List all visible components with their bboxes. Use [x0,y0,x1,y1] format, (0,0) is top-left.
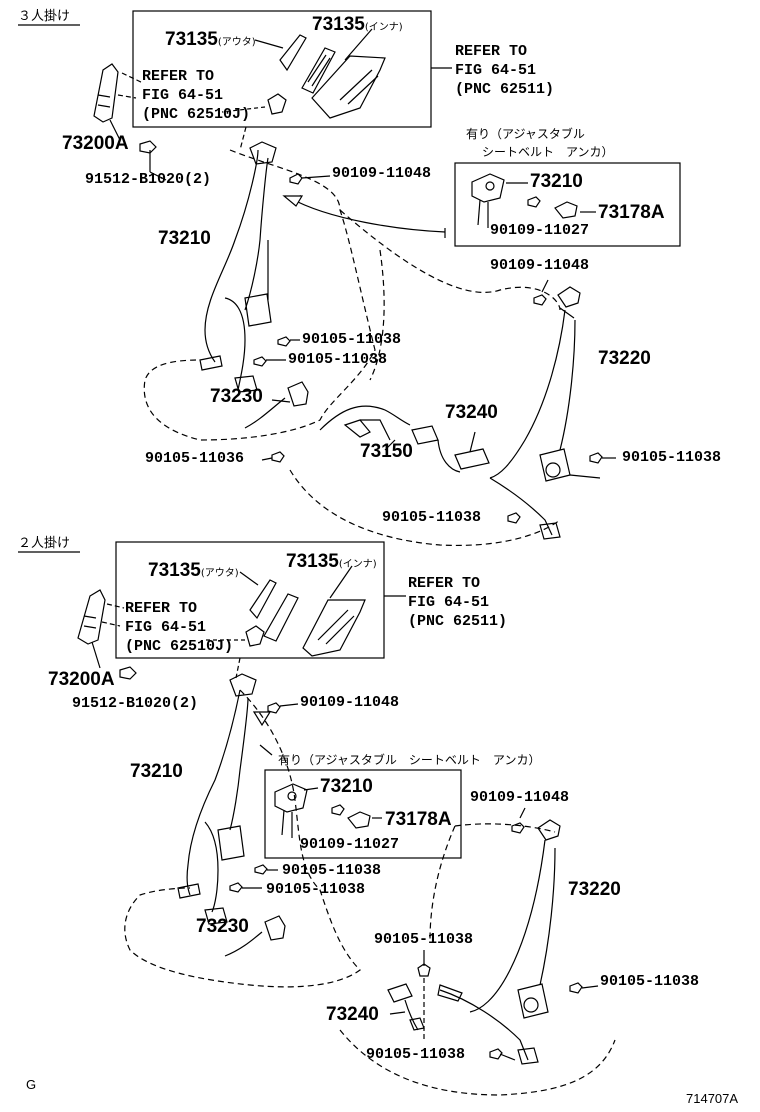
bottom-right-belt [469,839,546,1013]
top-label-90109-a: 90109-11048 [332,165,432,182]
top-label-90105-d: 90105-11038 [622,449,722,466]
top-option-title2: シートベルト アンカ） [482,145,614,159]
bottom-label-73200A: 73200A [48,669,115,690]
bottom-ref-left: REFER TO FIG 64-51 (PNC 62510J) [125,599,233,656]
bottom-option-73210: 73210 [320,776,373,797]
bottom-label-90105-e: 90105-11038 [366,1046,466,1063]
top-seat-outline [143,149,376,441]
top-label-73210: 73210 [158,228,211,249]
footer-figure-number: 714707A [686,1091,739,1106]
bottom-ref-left-line2: FIG 64-51 [125,619,207,636]
bottom-label-90109-a: 90109-11048 [300,694,400,711]
bottom-ref-right: REFER TO FIG 64-51 (PNC 62511) [408,574,507,631]
bottom-seat-outline [124,689,361,988]
bottom-label-90105-d: 90105-11038 [600,973,700,990]
bottom-label-73240: 73240 [326,1004,379,1025]
top-inset-part-73135-inner: 73135(インナ) [312,15,403,34]
footer-left-code: G [26,1077,37,1092]
bottom-left-belt [186,689,241,896]
bottom-label-90105-a: 90105-11038 [282,862,382,879]
bottom-option-box [264,769,462,859]
bottom-option-90109-11027: 90109-11027 [300,836,400,853]
top-label-73150: 73150 [360,441,413,462]
bottom-inset-box [115,541,385,659]
bottom-ref-left-line1: REFER TO [125,600,198,617]
top-ref-left-line1: REFER TO [142,68,215,85]
top-label-73240: 73240 [445,402,498,423]
bottom-ref-left-line3: (PNC 62510J) [125,638,234,655]
bottom-label-90109-b: 90109-11048 [470,789,570,806]
bottom-section-title: ２人掛け [18,536,71,551]
bottom-label-73230: 73230 [196,916,249,937]
bottom-inset-outer-note: (アウタ) [200,568,239,579]
top-ref-left-line3: (PNC 62510J) [142,106,251,123]
bottom-inset-inner-number: 73135 [286,551,339,572]
top-label-90105-a: 90105-11038 [302,331,402,348]
top-left-belt [204,149,259,363]
top-inset-inner-number: 73135 [312,14,365,35]
top-inset-part-73135-outer: 73135(アウタ) [165,30,256,49]
top-ref-right-line2: FIG 64-51 [455,62,537,79]
top-ref-right: REFER TO FIG 64-51 (PNC 62511) [455,42,554,99]
top-ref-right-line1: REFER TO [455,43,528,60]
top-inset-box [132,10,432,128]
top-label-90105-e: 90105-11038 [382,509,482,526]
bottom-inset-part-73135-outer: 73135(アウタ) [148,561,239,580]
bottom-label-73220: 73220 [568,879,621,900]
bottom-ref-right-line3: (PNC 62511) [408,613,508,630]
bottom-option-73178A: 73178A [385,809,452,830]
top-inset-inner-note: (インナ) [364,22,403,33]
top-option-90109-11027: 90109-11027 [490,222,590,239]
top-label-90105-b: 90105-11038 [288,351,388,368]
top-inset-outer-note: (アウタ) [217,37,256,48]
bottom-ref-right-line1: REFER TO [408,575,481,592]
top-section-title: ３人掛け [18,9,71,24]
top-right-belt [489,309,566,479]
bottom-label-73210: 73210 [130,761,183,782]
top-label-73230: 73230 [210,386,263,407]
bottom-label-90105-c: 90105-11038 [374,931,474,948]
top-option-box [454,162,681,247]
bottom-ref-right-line2: FIG 64-51 [408,594,490,611]
top-label-73220: 73220 [598,348,651,369]
top-label-91512: 91512-B1020(2) [85,171,212,188]
top-label-73200A: 73200A [62,133,129,154]
top-ref-right-line3: (PNC 62511) [455,81,555,98]
bottom-label-90105-b: 90105-11038 [266,881,366,898]
top-ref-left-line2: FIG 64-51 [142,87,224,104]
bottom-inset-part-73135-inner: 73135(インナ) [286,552,377,571]
top-ref-left: REFER TO FIG 64-51 (PNC 62510J) [142,67,250,124]
bottom-section-drawing [18,541,616,1096]
bottom-option-title: 有り（アジャスタブル シートベルト アンカ） [278,753,541,767]
bottom-inset-inner-note: (インナ) [338,559,377,570]
top-option-73178A: 73178A [598,202,665,223]
top-inset-outer-number: 73135 [165,29,218,50]
top-option-title: 有り（アジャスタブル [466,127,585,141]
top-section-drawing [18,10,681,547]
top-option-73210: 73210 [530,171,583,192]
top-label-90105-c: 90105-11036 [145,450,245,467]
bottom-inset-outer-number: 73135 [148,560,201,581]
bottom-label-91512: 91512-B1020(2) [72,695,199,712]
top-label-90109-b: 90109-11048 [490,257,590,274]
